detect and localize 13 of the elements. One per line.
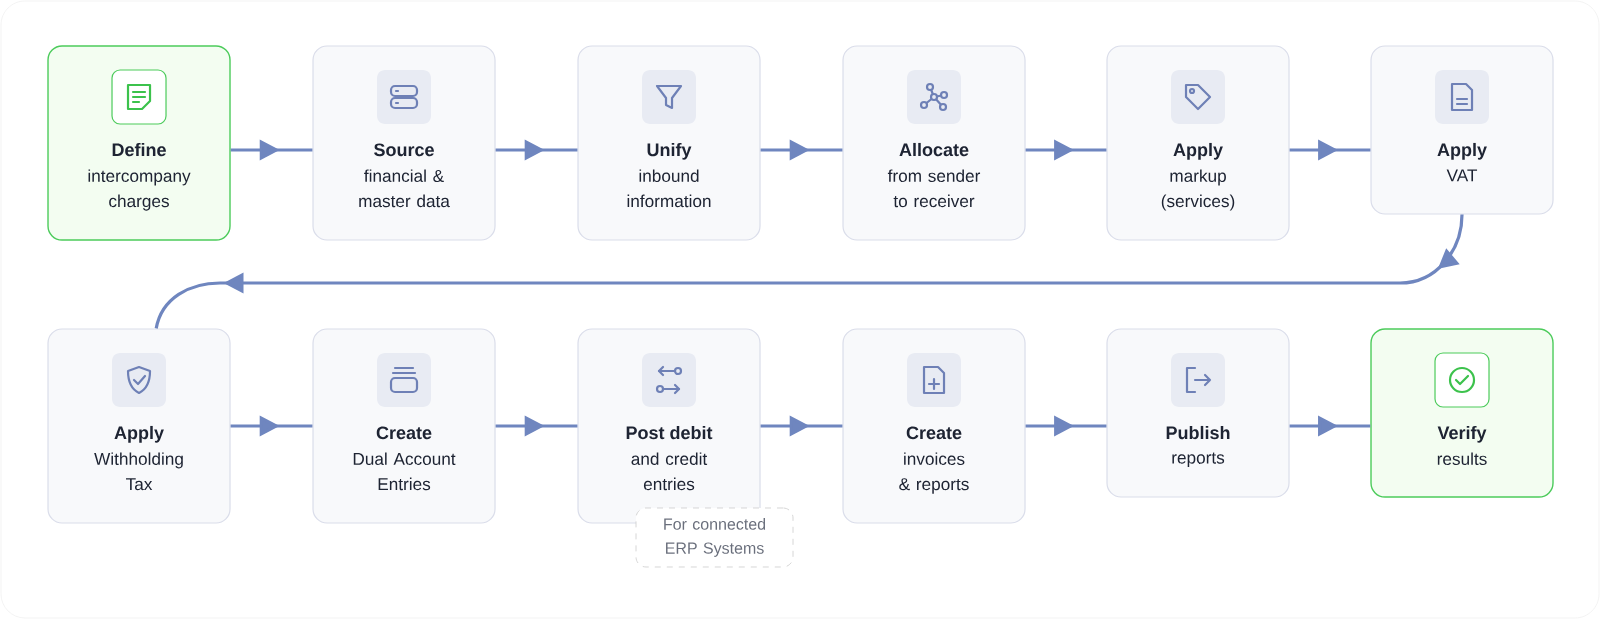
process-box: Apply VAT bbox=[1370, 45, 1554, 215]
process-box: Apply Withholding Tax bbox=[47, 328, 231, 524]
process-box: Verify results bbox=[1370, 328, 1554, 498]
process-box: Define intercompany charges bbox=[47, 45, 231, 241]
process-box: Allocate from sender to receiver bbox=[842, 45, 1026, 241]
arrow bbox=[154, 214, 1464, 329]
process-box: Create invoices & reports bbox=[842, 328, 1026, 524]
process-box: Publish reports bbox=[1106, 328, 1290, 498]
process-box: Apply markup (services) bbox=[1106, 45, 1290, 241]
process-box: Unify inbound information bbox=[577, 45, 761, 241]
process-box: Create Dual Account Entries bbox=[312, 328, 496, 524]
note-box: For connected ERP Systems bbox=[635, 507, 794, 568]
process-box: Source financial & master data bbox=[312, 45, 496, 241]
